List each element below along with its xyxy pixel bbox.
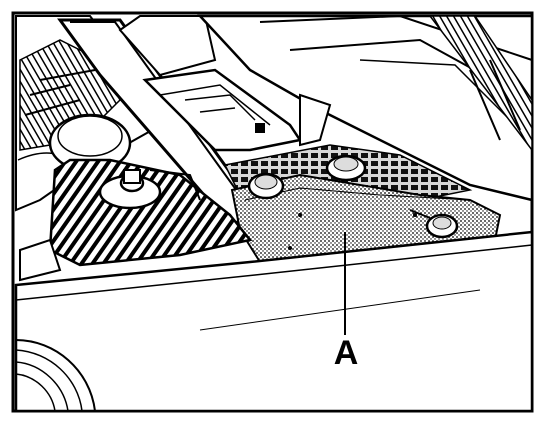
panel-cap-right	[325, 154, 367, 182]
hood-panels	[197, 14, 534, 202]
front-body-panel	[14, 230, 534, 413]
panel-cap-left	[247, 172, 285, 200]
panel-cap-far-right	[425, 213, 459, 239]
cover-panel-a	[230, 173, 502, 264]
strut-pillar	[299, 93, 332, 147]
reservoir	[48, 113, 253, 267]
callout-label-a: A	[333, 334, 359, 372]
wheel-arch	[15, 339, 96, 412]
hood-frame	[57, 15, 257, 227]
